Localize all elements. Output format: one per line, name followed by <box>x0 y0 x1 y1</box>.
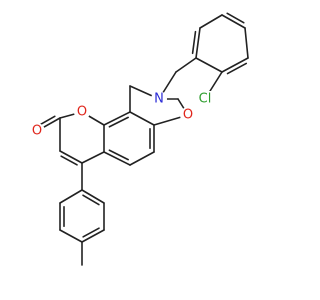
bond-Ar1-Ar2 <box>195 27 201 59</box>
bond-T1-T2 <box>81 189 105 204</box>
double-bond-T1-T2 <box>82 194 100 206</box>
double-bond-Ar1-Ar2 <box>191 30 197 55</box>
atom-label-o-oxazine: O <box>183 108 193 123</box>
atom-cl-benzyl: Cl <box>194 91 216 107</box>
atom-o-lactone: O <box>74 104 90 120</box>
bond-C3-C4 <box>59 150 83 164</box>
bond-Ar5-Ar6 <box>221 57 249 73</box>
bond-C10a-C6a <box>129 111 155 126</box>
bond-T3-T4 <box>81 229 105 243</box>
double-bond-T3-T4 <box>82 227 100 238</box>
double-bond-C6-C4a <box>108 149 129 161</box>
bond-Ar2-Ar3 <box>199 14 223 29</box>
bond-Ar3-Ar4 <box>221 14 246 29</box>
double-bond-C10b-C10a <box>108 116 129 128</box>
bond-Ar4-Ar5 <box>244 27 249 59</box>
bond-C6-C4a <box>103 151 131 166</box>
double-bond-Ar5-Ar6 <box>226 62 248 75</box>
atom-label-cl-benzyl: Cl <box>199 92 212 107</box>
bond-layer <box>36 12 249 266</box>
atom-label-o-lactone: O <box>77 105 87 120</box>
bond-CH2b-Ar1 <box>175 57 197 73</box>
double-bond-Ar3-Ar4 <box>226 12 245 24</box>
bond-Ar6-Ar1 <box>195 57 223 73</box>
atom-label-n-oxazine: N <box>154 92 164 107</box>
double-bond-C3-C4 <box>60 155 78 166</box>
molecule-structure-diagram: O O O N Cl <box>29 12 249 266</box>
atom-label-o-carbonyl: O <box>32 124 42 139</box>
bond-C7-C6 <box>129 151 155 166</box>
atom-o-oxazine: O <box>180 107 196 123</box>
bond-T4-T5 <box>59 229 83 243</box>
atom-o-carbonyl: O <box>29 123 45 139</box>
bond-C4-C4a <box>81 151 105 164</box>
atom-n-oxazine: N <box>151 91 167 107</box>
bond-C10b-C10a <box>103 111 131 126</box>
bond-T6-T1 <box>59 189 83 204</box>
